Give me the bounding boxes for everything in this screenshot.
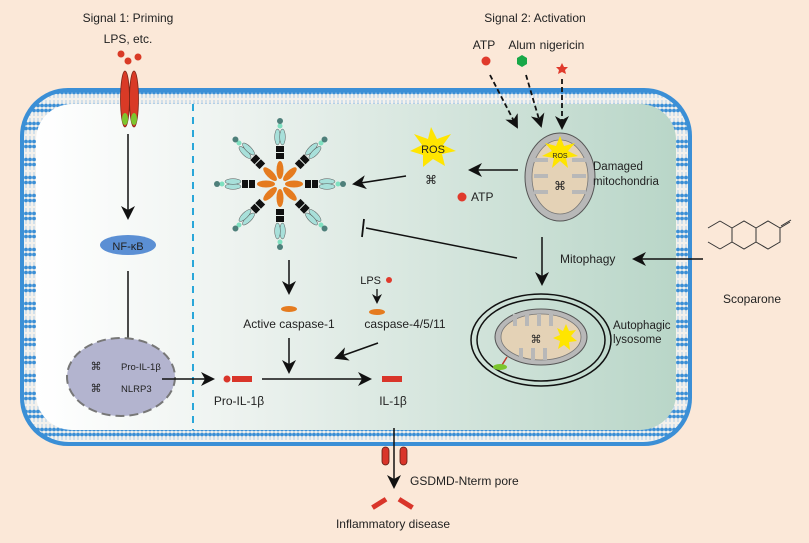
atp-released <box>457 192 467 202</box>
ros-burst-icon <box>410 127 456 167</box>
gsdmd-label: GSDMD-Nterm pore <box>410 474 519 488</box>
stimulus-nigericin: nigericin <box>540 38 585 52</box>
stimulus-alum: Alum <box>508 38 535 52</box>
signal1-stimulus: LPS, etc. <box>104 32 153 46</box>
active-caspase1-shape <box>281 306 297 312</box>
scoparone-label: Scoparone <box>723 292 781 306</box>
nfkb-node: NF-κB <box>100 235 156 255</box>
ros-burst-icon <box>553 324 577 350</box>
ros-burst-icon <box>542 136 578 168</box>
nlrp3-inflammasome <box>213 117 346 251</box>
ros-label: ROS <box>421 144 445 156</box>
mtdna-icon: ⌘ <box>531 334 542 346</box>
pro-il1b-label: Pro-IL-1β <box>214 394 264 408</box>
caspase4511-label: caspase-4/5/11 <box>364 317 445 331</box>
stimulus-atp: ATP <box>473 38 495 52</box>
scoparone-structure <box>707 219 792 250</box>
damaged-mito-label-2: mitochondria <box>593 176 659 188</box>
il1b-shape <box>382 376 402 382</box>
lps-label: LPS <box>360 275 381 287</box>
disease-label: Inflammatory disease <box>336 517 450 531</box>
il1b-label: IL-1β <box>379 394 407 408</box>
arrow-casp4511-to-cleavage <box>334 342 379 361</box>
secreted-il1b-right <box>397 497 414 510</box>
signal2-title: Signal 2: Activation <box>484 11 585 25</box>
tlr4-receptor <box>120 70 139 128</box>
nigericin-molecule <box>556 63 568 74</box>
caspase4511-shape <box>369 309 385 315</box>
active-caspase1-label: Active caspase-1 <box>243 317 335 331</box>
signal1-title: Signal 1: Priming <box>83 11 174 25</box>
inhibition-bar <box>361 218 365 238</box>
autophagic-label-1: Autophagic <box>613 320 671 332</box>
gene-nlrp3: NLRP3 <box>121 384 152 395</box>
lps-molecule <box>386 277 392 283</box>
arrow-to-inflammasome <box>352 175 407 190</box>
mtdna-icon: ⌘ <box>554 179 566 193</box>
mito-ros-label: ROS <box>552 153 568 160</box>
mtdna-icon: ⌘ <box>425 173 437 187</box>
atp-released-label: ATP <box>471 190 493 204</box>
mitophagy-label: Mitophagy <box>560 252 615 266</box>
alum-molecule <box>517 55 527 67</box>
arrow-alum-to-mito <box>525 74 545 128</box>
receptor-anchor <box>493 364 507 370</box>
atp-molecule <box>481 56 491 66</box>
nfkb-label: NF-κB <box>112 241 143 253</box>
damaged-mito-label-1: Damaged <box>593 161 643 173</box>
secreted-il1b-left <box>371 497 388 510</box>
arrow-atp-to-mito <box>489 74 518 129</box>
nucleus: ⌘ Pro-IL-1β ⌘ NLRP3 <box>66 337 176 417</box>
damaged-mitochondria: ROS ⌘ <box>524 132 596 222</box>
inhibition-line <box>365 227 518 259</box>
gsdmd-pore-left <box>381 446 390 466</box>
pro-il1b-shape <box>223 375 252 383</box>
dna-icon: ⌘ <box>91 361 102 373</box>
autophagic-label-2: lysosome <box>613 334 662 346</box>
lps-molecules <box>117 50 142 65</box>
gene-pro-il1b: Pro-IL-1β <box>121 362 161 373</box>
gsdmd-pore-right <box>399 446 408 466</box>
dna-icon: ⌘ <box>91 383 102 395</box>
autophagic-lysosome: ⌘ <box>470 293 612 387</box>
